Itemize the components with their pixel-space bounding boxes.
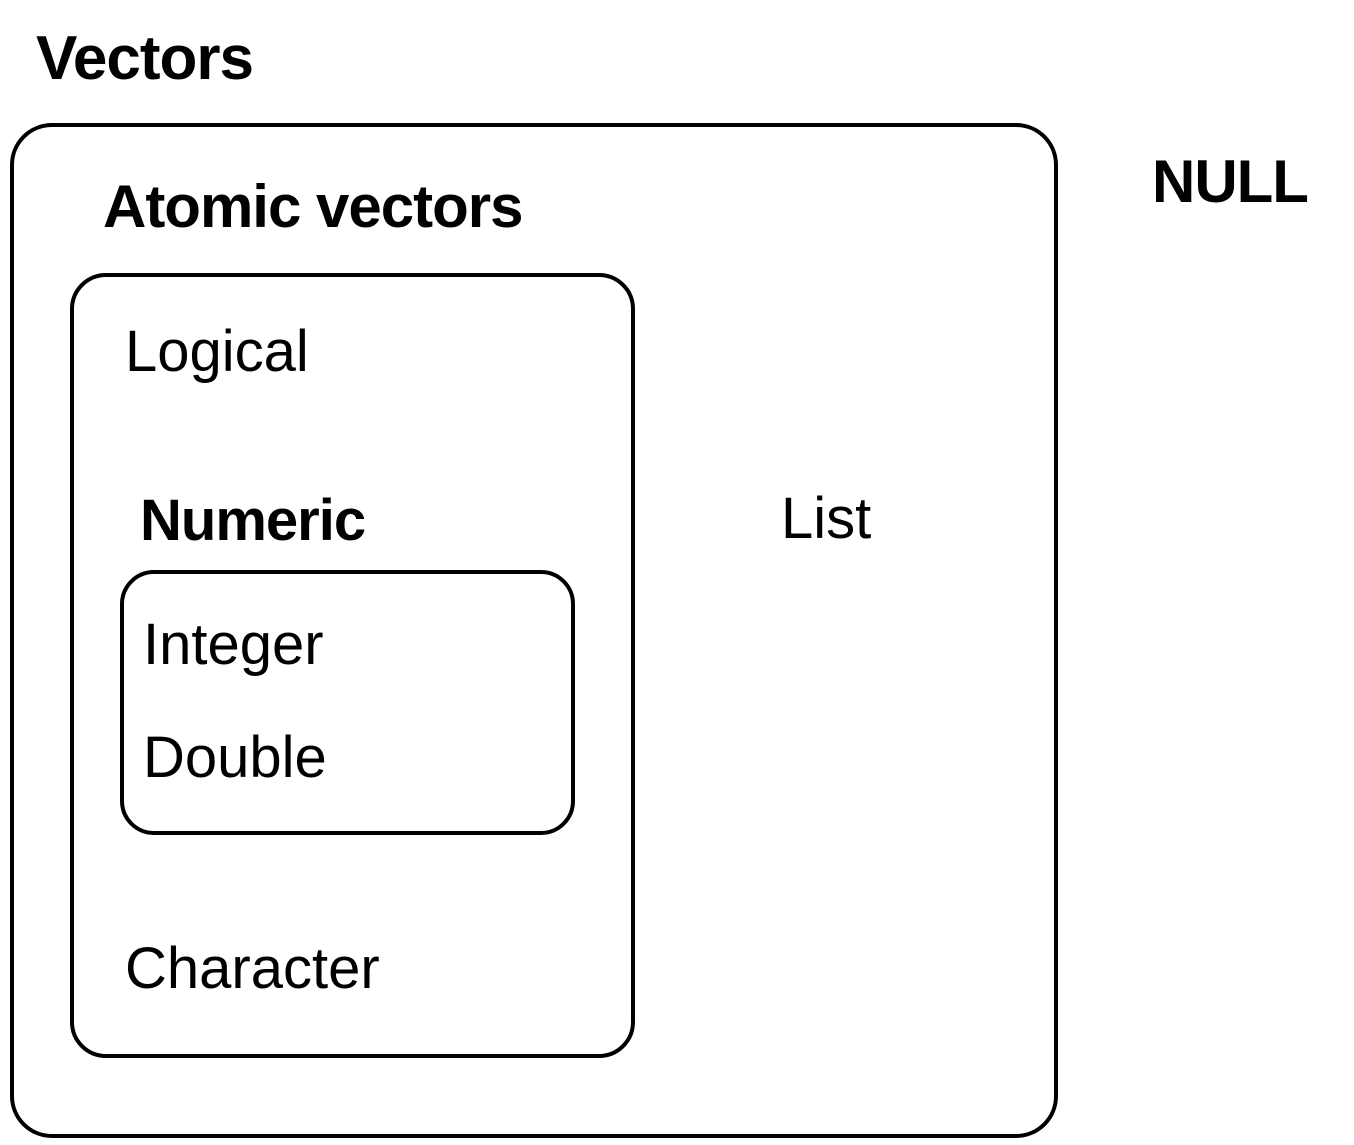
numeric-title: Numeric — [140, 488, 366, 553]
numeric-box — [120, 570, 575, 835]
integer-label: Integer — [143, 612, 324, 677]
list-label: List — [781, 486, 872, 551]
double-label: Double — [143, 725, 327, 790]
character-label: Character — [125, 936, 380, 1001]
atomic-vectors-box — [70, 273, 635, 1058]
vectors-title: Vectors — [36, 24, 254, 93]
vectors-box — [10, 123, 1058, 1138]
atomic-vectors-title: Atomic vectors — [103, 173, 523, 240]
logical-label: Logical — [125, 319, 309, 384]
null-label: NULL — [1152, 148, 1309, 215]
